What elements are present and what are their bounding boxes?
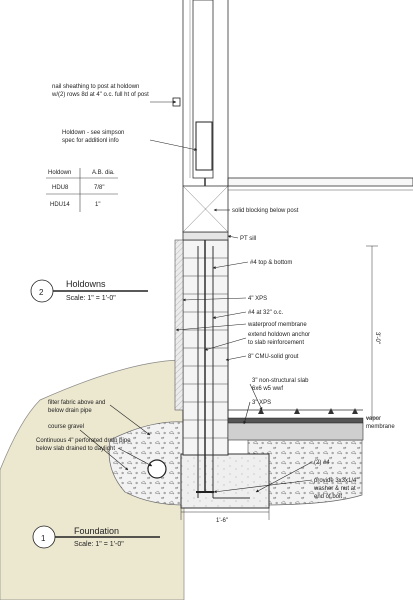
- floor-framing: [227, 177, 413, 187]
- dimension-height: 3'-0": [374, 332, 380, 344]
- callout-pt-sill: PT sill: [240, 236, 256, 242]
- detail-1-title: Foundation: [74, 526, 119, 536]
- callout-washer-3: end of bolt: [314, 494, 342, 500]
- callout-nail-sheathing-2: w/(2) rows 8d at 4" o.c. full ht of post: [51, 92, 149, 98]
- callout-washer-1: provide 3x3x1/4": [314, 478, 359, 484]
- detail-2-number: 2: [39, 288, 44, 297]
- concrete-footing: [180, 453, 270, 509]
- callout-vapor-1: vapor: [366, 416, 381, 422]
- vapor-membrane: [227, 417, 364, 424]
- callout-gravel: course gravel: [48, 424, 84, 430]
- callout-rebar-32: #4 at 32" o.c.: [248, 310, 283, 316]
- table-lines: [46, 168, 118, 212]
- callout-xps-3: 3" XPS: [252, 400, 271, 406]
- leader-lines: [79, 100, 313, 494]
- callout-text: nail sheathing to post at holdown w/(2) …: [36, 84, 395, 548]
- dimension-footing-width: 1'-6": [216, 518, 228, 524]
- callout-solid-blocking: solid blocking below post: [232, 208, 299, 214]
- drain-pipe: [147, 459, 167, 479]
- pt-sill: [182, 231, 229, 241]
- table-cell: 7/8": [94, 185, 104, 191]
- callout-filter-fabric-2: below drain pipe: [48, 408, 92, 414]
- table-cell: HDU14: [50, 202, 70, 208]
- blocking-x: [182, 185, 229, 233]
- detail-2-scale: Scale: 1" = 1'-0": [66, 295, 116, 302]
- table-cell: HDU8: [52, 185, 69, 191]
- callout-extend-anchor-2: to slab reinforcement: [248, 340, 304, 346]
- dimension-lines: [180, 245, 378, 520]
- callout-washer-2: washer & nut at: [313, 486, 356, 492]
- callout-waterproof: waterproof membrane: [247, 322, 307, 328]
- callout-drain-2: below slab drained to daylight: [36, 446, 115, 452]
- holdown-bracket: [195, 121, 213, 171]
- callout-nail-sheathing-1: nail sheathing to post at holdown: [52, 84, 139, 90]
- table-header-holdown: Holdown: [48, 170, 71, 176]
- xps-insulation: [174, 239, 184, 411]
- callout-holdown-1: Holdown - see simpson: [62, 130, 124, 136]
- slab-rebar-dots: [258, 408, 358, 414]
- callout-cmu: 8" CMU-solid grout: [248, 354, 299, 360]
- callout-xps-4: 4" XPS: [248, 296, 267, 302]
- table-cell: 1": [95, 202, 100, 208]
- callout-vapor-2: membrane: [366, 424, 395, 430]
- callout-rebar-2-4: (2) #4: [314, 460, 330, 466]
- detail-1-scale: Scale: 1" = 1'-0": [74, 541, 124, 548]
- detail-1-number: 1: [41, 534, 46, 543]
- callout-holdown-2: spec for additionl info: [62, 138, 119, 144]
- slab-xps: [227, 422, 364, 441]
- detail-2-title: Holdowns: [66, 279, 106, 289]
- callout-rebar-top-bottom: #4 top & bottom: [250, 260, 292, 266]
- callout-extend-anchor-1: extend holdown anchor: [248, 332, 310, 338]
- callout-slab-1: 3" non-structural slab: [252, 378, 309, 384]
- callout-drain-1: Continuous 4" perforated drain pipe: [36, 438, 131, 444]
- table-header-ab-dia: A.B. dia.: [92, 170, 115, 176]
- callout-filter-fabric-1: filter fabric above and: [48, 400, 105, 406]
- callout-slab-2: 6x6 w5 wwf: [252, 386, 283, 392]
